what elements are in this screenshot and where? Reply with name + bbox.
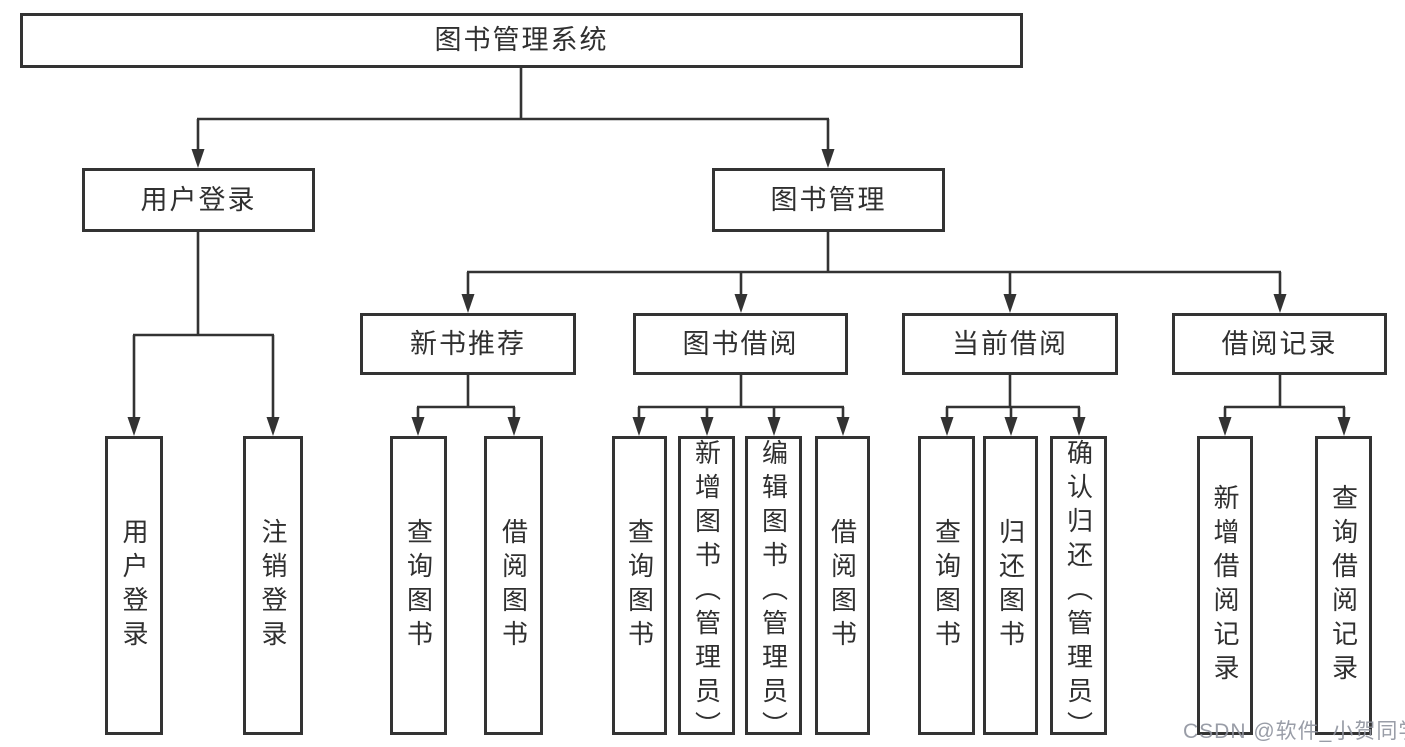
leaf-return-books: 归还图书 bbox=[983, 436, 1038, 735]
node-new-book-recommend: 新书推荐 bbox=[360, 313, 576, 375]
leaf-borrow-books-borrowing: 借阅图书 bbox=[815, 436, 870, 735]
leaf-query-borrow-record: 查询借阅记录 bbox=[1315, 436, 1372, 735]
leaf-query-books-current: 查询图书 bbox=[918, 436, 975, 735]
connector-current-borrowing-branch bbox=[940, 375, 1086, 436]
node-borrowing-records: 借阅记录 bbox=[1172, 313, 1387, 375]
connector-user-login-branch bbox=[127, 232, 280, 436]
connector-borrowing-records-branch bbox=[1218, 375, 1351, 436]
node-root-library-system: 图书管理系统 bbox=[20, 13, 1023, 68]
leaf-logout: 注销登录 bbox=[243, 436, 303, 735]
connector-book-management-branch bbox=[461, 232, 1287, 313]
leaf-borrow-books-recommend: 借阅图书 bbox=[484, 436, 543, 735]
connector-root-to-level2 bbox=[191, 68, 835, 168]
leaf-edit-book-admin: 编辑图书（管理员） bbox=[745, 436, 802, 745]
leaf-query-books-borrowing: 查询图书 bbox=[612, 436, 667, 735]
node-book-borrowing: 图书借阅 bbox=[633, 313, 848, 375]
node-user-login: 用户登录 bbox=[82, 168, 315, 232]
leaf-add-borrow-record: 新增借阅记录 bbox=[1197, 436, 1253, 735]
leaf-user-login: 用户登录 bbox=[105, 436, 163, 735]
connector-book-borrowing-branch bbox=[632, 375, 850, 436]
leaf-add-book-admin: 新增图书（管理员） bbox=[678, 436, 735, 745]
leaf-query-books-recommend: 查询图书 bbox=[390, 436, 447, 735]
connector-new-book-branch bbox=[411, 375, 521, 436]
csdn-watermark: CSDN @软件_小贺同学 bbox=[1183, 720, 1405, 743]
leaf-confirm-return-admin: 确认归还（管理员） bbox=[1050, 436, 1107, 745]
node-book-management: 图书管理 bbox=[712, 168, 945, 232]
node-current-borrowing: 当前借阅 bbox=[902, 313, 1118, 375]
